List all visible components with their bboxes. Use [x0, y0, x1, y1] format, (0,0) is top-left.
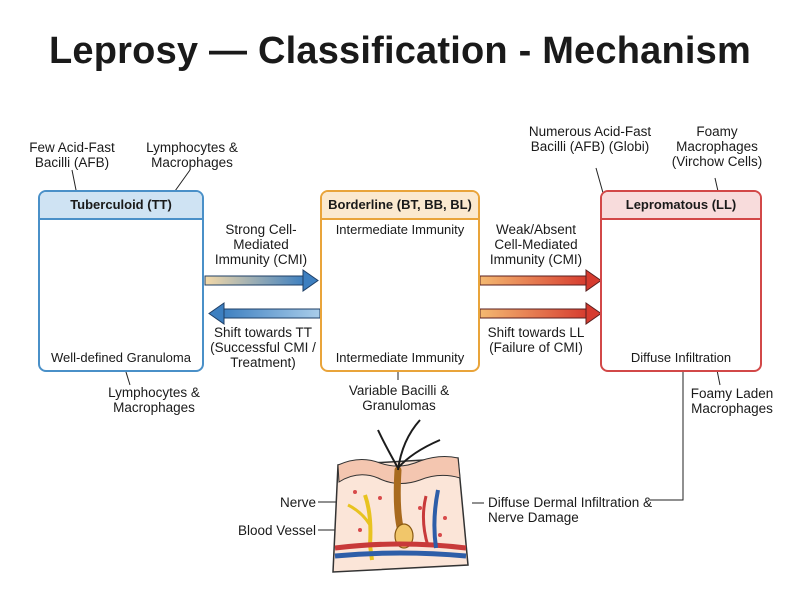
skin-label-blood-vessel: Blood Vessel — [237, 523, 316, 538]
tt-caption: Well-defined Granuloma — [51, 350, 191, 365]
arrow-shift-ll — [479, 302, 602, 325]
tuberculoid-heading: Tuberculoid (TT) — [40, 192, 202, 220]
bl-caption-top: Intermediate Immunity — [335, 222, 465, 237]
arrow-label-shift-ll: Shift towards LL (Failure of CMI) — [487, 325, 585, 355]
arrow-shift-tt — [208, 302, 321, 325]
ll-label-laden: Foamy Laden Macrophages — [690, 386, 774, 416]
arrow-label-strong-cmi: Strong Cell-Mediated Immunity (CMI) — [214, 222, 308, 267]
tt-label-lymph-top: Lymphocytes & Macrophages — [146, 140, 238, 170]
tt-label-lymph-bottom: Lymphocytes & Macrophages — [108, 385, 200, 415]
skin-label-nerve: Nerve — [279, 495, 316, 510]
tt-label-afb: Few Acid-Fast Bacilli (AFB) — [29, 140, 115, 170]
page-title: Leprosy — Classification - Mechanism — [49, 30, 751, 72]
skin-label-damage: Diffuse Dermal Infiltration & Nerve Dama… — [488, 495, 653, 525]
arrow-label-shift-tt: Shift towards TT (Successful CMI / Treat… — [210, 325, 316, 370]
arrow-label-weak-cmi: Weak/Absent Cell-Mediated Immunity (CMI) — [489, 222, 583, 267]
bl-caption-bottom: Intermediate Immunity — [335, 350, 465, 365]
bl-label-below: Variable Bacilli & Granulomas — [348, 383, 450, 413]
ll-caption: Diffuse Infiltration — [630, 350, 732, 365]
lepromatous-heading: Lepromatous (LL) — [602, 192, 760, 220]
arrow-strong-cmi — [204, 269, 319, 292]
ll-label-afb: Numerous Acid-Fast Bacilli (AFB) (Globi) — [528, 124, 652, 154]
lepromatous-panel: Lepromatous (LL) — [600, 190, 762, 372]
arrow-weak-cmi — [479, 269, 602, 292]
tuberculoid-panel: Tuberculoid (TT) — [38, 190, 204, 372]
skin-cross-section-illustration — [332, 419, 469, 573]
borderline-heading: Borderline (BT, BB, BL) — [322, 192, 478, 220]
borderline-panel: Borderline (BT, BB, BL) — [320, 190, 480, 372]
ll-label-foamy: Foamy Macrophages (Virchow Cells) — [671, 124, 763, 169]
